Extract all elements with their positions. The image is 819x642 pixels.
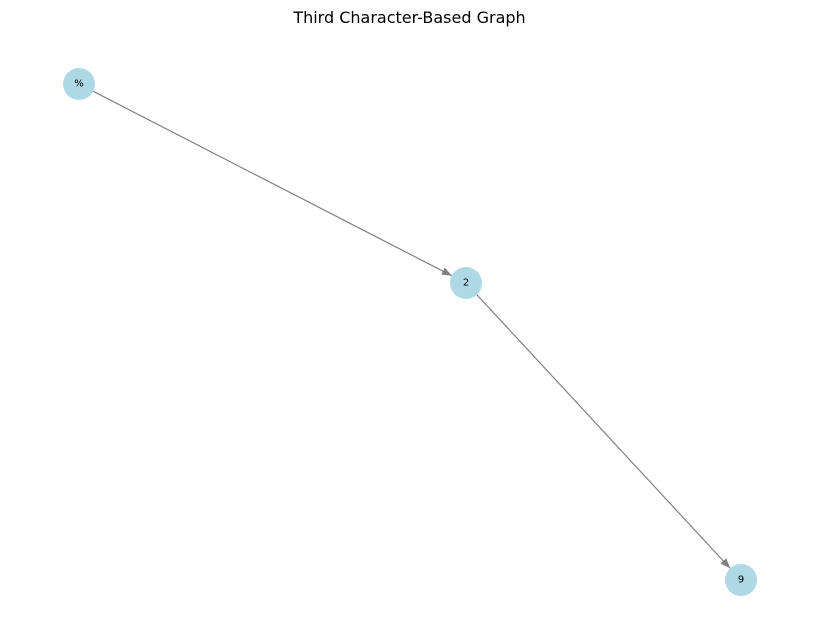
node-label: 2 <box>463 278 469 289</box>
graph-node: 2 <box>450 267 482 299</box>
graph-title: Third Character-Based Graph <box>293 8 526 27</box>
node-circle <box>725 564 757 596</box>
graph-node: % <box>63 68 95 100</box>
node-circle <box>450 267 482 299</box>
node-label: 9 <box>738 575 744 586</box>
node-circle <box>63 68 95 100</box>
node-layer: % 2 9 <box>63 68 757 596</box>
edge-2-to-9 <box>476 294 731 569</box>
node-label: % <box>74 79 84 90</box>
edge-%-to-2 <box>92 90 453 277</box>
graph-node: 9 <box>725 564 757 596</box>
edge-layer <box>92 90 731 569</box>
